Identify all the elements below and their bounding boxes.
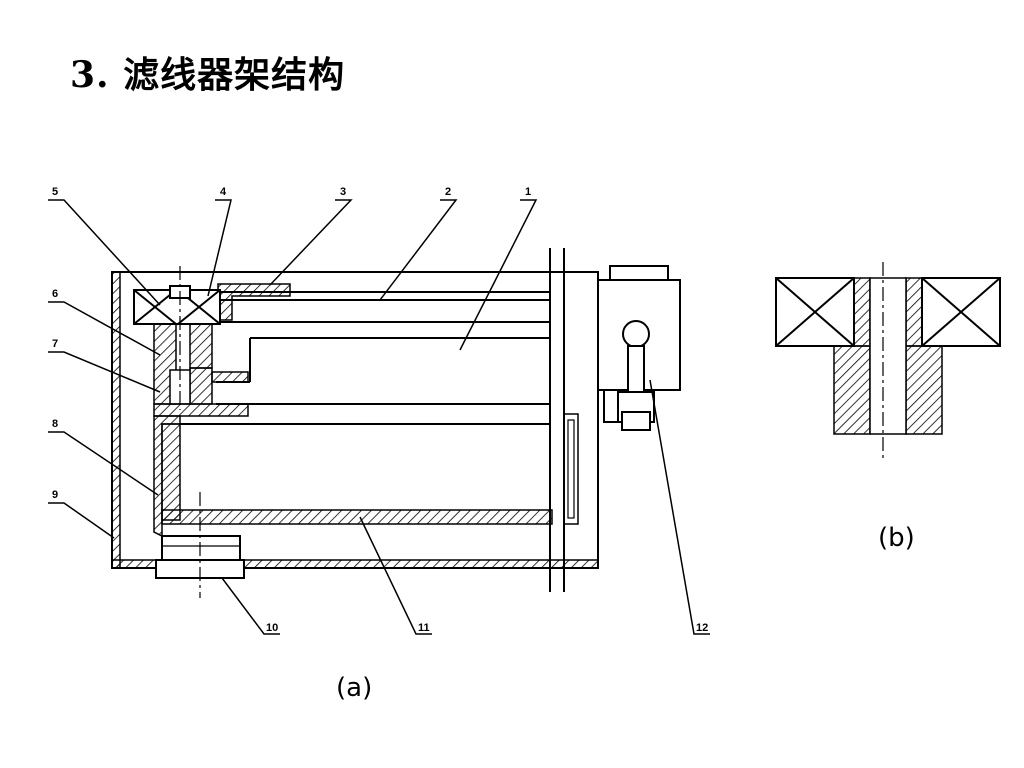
plate-1 xyxy=(216,337,550,405)
callout-4: 4 xyxy=(220,186,227,198)
callout-6: 6 xyxy=(52,288,58,300)
tray-end-bracket xyxy=(563,413,579,525)
slide-title: 3. 滤线器架结构 xyxy=(70,54,346,96)
callout-3: 3 xyxy=(340,186,346,198)
figure-a xyxy=(111,248,681,598)
detail-bushing xyxy=(833,277,943,435)
support-block-6-7 xyxy=(153,323,249,417)
tray-8-11 xyxy=(153,415,553,538)
callout-7: 7 xyxy=(52,338,58,350)
callout-5: 5 xyxy=(52,186,58,198)
handle-housing-12 xyxy=(597,265,681,431)
callout-12: 12 xyxy=(696,622,708,634)
callout-1: 1 xyxy=(525,186,531,198)
break-lines xyxy=(549,248,565,592)
center-lines xyxy=(179,266,201,598)
callout-9: 9 xyxy=(52,489,58,501)
callout-11: 11 xyxy=(418,622,430,634)
figure-b xyxy=(775,262,1001,458)
outer-frame xyxy=(111,271,599,569)
callout-10: 10 xyxy=(266,622,278,634)
caption-b: (b) xyxy=(878,523,915,553)
detail-roller-right xyxy=(921,277,1001,347)
bracket-3 xyxy=(217,283,291,321)
callout-8: 8 xyxy=(52,418,58,430)
detail-roller-left xyxy=(775,277,855,347)
leader-lines xyxy=(48,199,710,635)
caption-a: (a) xyxy=(336,673,372,703)
callout-2: 2 xyxy=(445,186,451,198)
